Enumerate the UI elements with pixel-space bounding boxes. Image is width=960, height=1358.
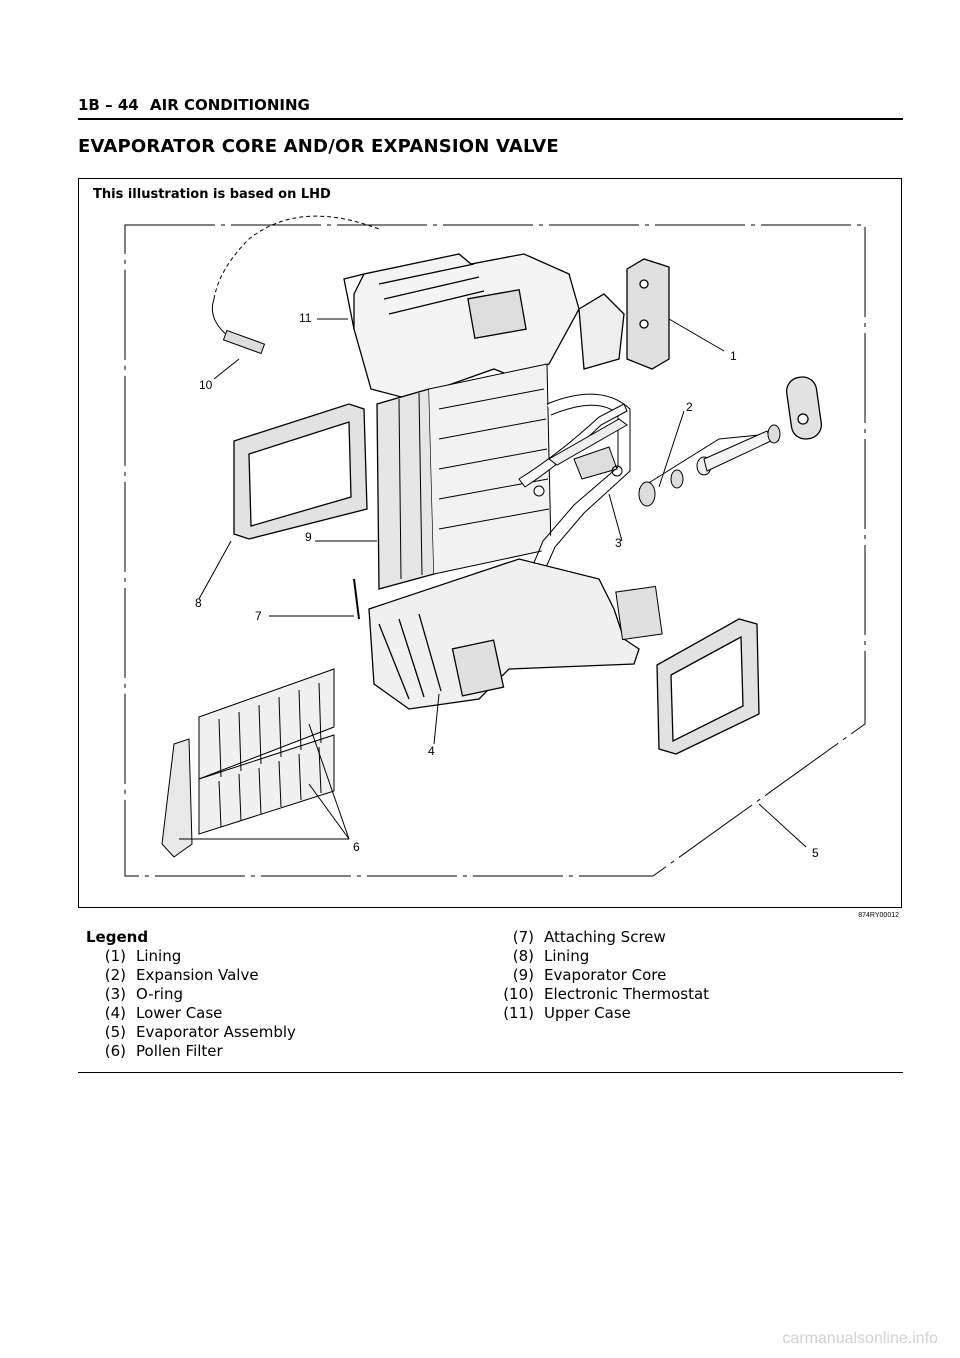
- legend-item: (4)Lower Case: [104, 1004, 223, 1022]
- section-name: AIR CONDITIONING: [150, 96, 310, 114]
- callout-10: 10: [199, 378, 213, 392]
- legend-item: (2)Expansion Valve: [104, 966, 259, 984]
- attaching-screw: [353, 578, 360, 620]
- lining-right: [656, 618, 760, 755]
- callout-7: 7: [255, 609, 262, 623]
- watermark: carmanualsonline.info: [782, 1330, 938, 1347]
- legend-right-column: (7)Attaching Screw (8)Lining (9)Evaporat…: [490, 928, 709, 1023]
- legend-item: (1)Lining: [104, 947, 182, 965]
- expansion-valve: [533, 418, 781, 507]
- callout-5: 5: [812, 846, 819, 860]
- legend-item: (6)Pollen Filter: [104, 1042, 223, 1060]
- callout-11: 11: [299, 311, 312, 325]
- callout-1: 1: [730, 349, 737, 363]
- callout-labels: 1 2 3 4 5 6 7 8 9 10 11: [195, 311, 819, 860]
- legend-left-column: Legend (1)Lining (2)Expansion Valve (3)O…: [86, 928, 296, 1061]
- section-code: 1B – 44: [78, 96, 139, 114]
- callout-8: 8: [195, 596, 202, 610]
- bottom-divider: [78, 1072, 903, 1073]
- legend-item: (5)Evaporator Assembly: [104, 1023, 296, 1041]
- legend-item: (9)Evaporator Core: [512, 966, 667, 984]
- refrigerant-pipe: [530, 395, 628, 581]
- callout-4: 4: [428, 744, 435, 758]
- callout-3: 3: [615, 536, 622, 550]
- lining-left: [233, 403, 368, 540]
- callout-9: 9: [305, 530, 312, 544]
- page-title: EVAPORATOR CORE AND/OR EXPANSION VALVE: [78, 136, 559, 157]
- exploded-diagram: This illustration is based on LHD 874RY0…: [78, 178, 902, 919]
- gasket: [785, 376, 823, 440]
- legend-title: Legend: [86, 928, 149, 946]
- legend-item: (3)O-ring: [104, 985, 183, 1003]
- lower-case: [368, 558, 640, 710]
- pollen-filter: [161, 668, 335, 858]
- callout-2: 2: [686, 400, 693, 414]
- page-header: 1B – 44 AIR CONDITIONING: [78, 94, 903, 120]
- legend-item: (8)Lining: [512, 947, 590, 965]
- figure-note: This illustration is based on LHD: [93, 187, 331, 202]
- figure-code: 874RY00012: [858, 912, 899, 919]
- electronic-thermostat: [211, 215, 380, 355]
- upper-case: [343, 253, 625, 419]
- assembly-outline: [124, 224, 866, 877]
- legend-item: (7)Attaching Screw: [512, 928, 666, 946]
- lining-block: [626, 258, 670, 370]
- callout-6: 6: [353, 840, 360, 854]
- legend-item: (11)Upper Case: [503, 1004, 631, 1022]
- small-block: [615, 585, 663, 641]
- legend-item: (10)Electronic Thermostat: [503, 985, 710, 1003]
- leader-lines: [179, 318, 807, 848]
- evaporator-illustration: 1 2 3 4 5 6 7 8 9 10 11: [124, 215, 866, 877]
- evaporator-core: [376, 363, 552, 590]
